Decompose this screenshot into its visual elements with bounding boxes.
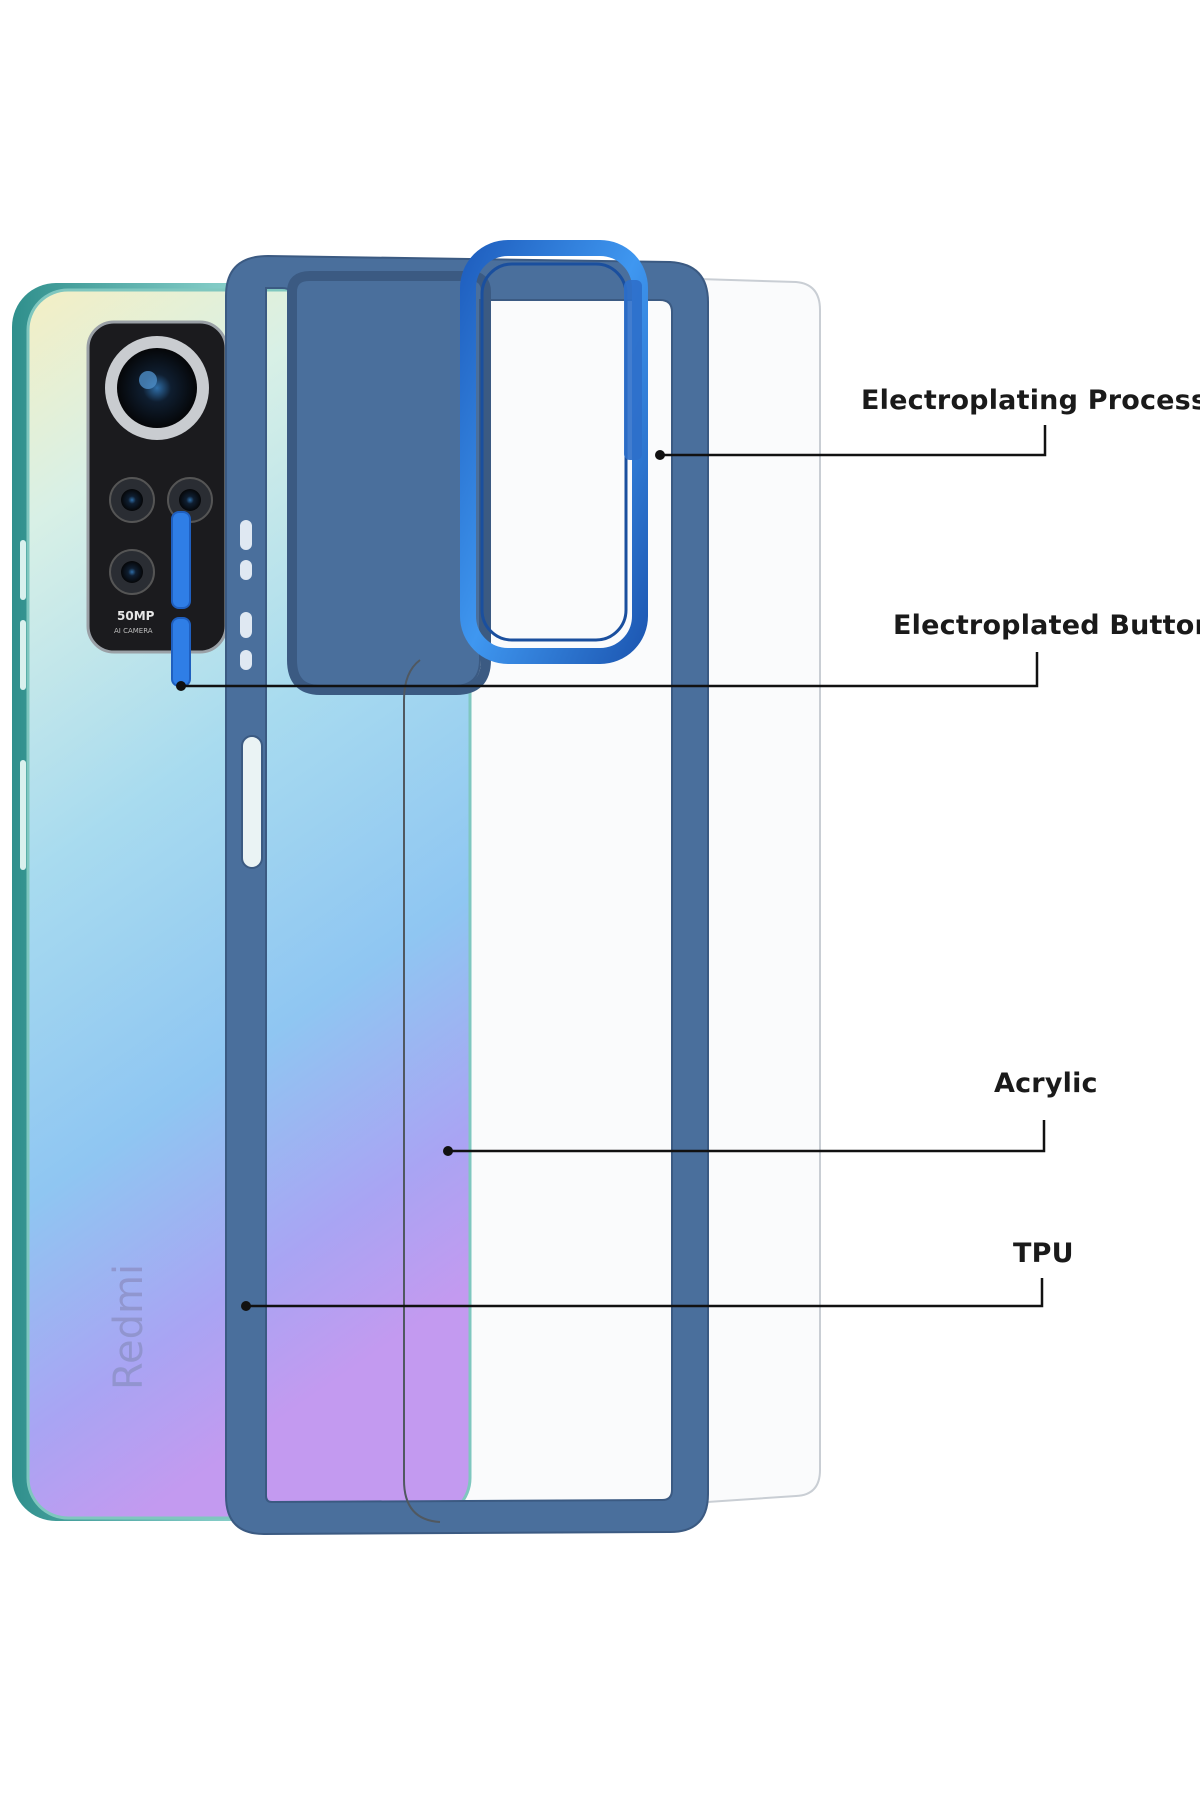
leader-tpu — [246, 1278, 1044, 1308]
callout-electroplated-button: Electroplated Button — [893, 610, 1200, 641]
acrylic-edge-line — [403, 659, 441, 1523]
leader-electroplated-button — [181, 652, 1039, 688]
callout-acrylic: Acrylic — [994, 1068, 1098, 1099]
leader-acrylic — [448, 1120, 1046, 1153]
electroplated-buttons — [171, 511, 191, 687]
camera-badge-text: 50MP — [117, 609, 155, 623]
callout-electroplating-process: Electroplating Process — [861, 385, 1200, 416]
leader-electroplating-process — [660, 425, 1047, 457]
camera-sub-text: AI CAMERA — [114, 627, 153, 635]
electroplated-camera-ring — [460, 240, 648, 664]
brand-logo-text: Redmi — [106, 1264, 152, 1390]
leader-dots — [176, 450, 665, 1311]
leader-lines — [181, 425, 1047, 1308]
camera-module: 50MP AI CAMERA — [86, 320, 228, 654]
callout-tpu: TPU — [1013, 1238, 1074, 1269]
